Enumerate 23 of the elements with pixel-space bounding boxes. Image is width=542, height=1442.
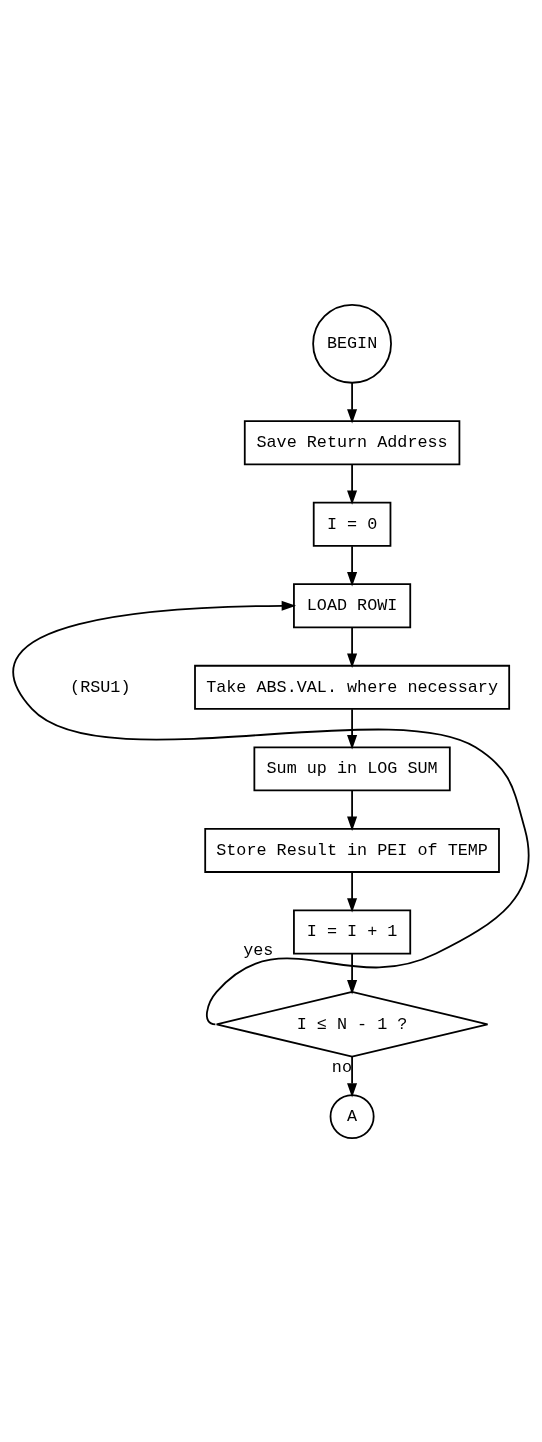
arrow	[12, 600, 530, 1025]
node-box: I = 0	[312, 501, 392, 547]
edge-label: no	[331, 1057, 352, 1077]
arrow	[347, 544, 358, 586]
node-circle: A	[329, 1093, 375, 1139]
node-circle: BEGIN	[312, 303, 392, 384]
node-box: Take ABS.VAL. where necessary	[194, 664, 511, 710]
arrow	[347, 381, 358, 424]
arrow	[347, 1055, 358, 1098]
node-box: LOAD ROWI	[293, 582, 412, 628]
arrow	[347, 871, 358, 913]
arrow	[347, 952, 358, 995]
node-box: Save Return Address	[243, 419, 461, 465]
arrow	[347, 789, 358, 831]
node-diamond: I ≤ N - 1 ?	[215, 990, 489, 1058]
node-box: Sum up in LOG SUM	[253, 745, 451, 791]
edge-label: yes	[243, 940, 274, 960]
label: (RSU1)	[70, 677, 131, 697]
node-box: Store Result in PEI of TEMP	[204, 827, 500, 873]
arrow	[347, 707, 358, 749]
arrow	[347, 463, 358, 505]
arrow	[347, 626, 358, 668]
node-box: I = I + 1	[293, 908, 412, 954]
